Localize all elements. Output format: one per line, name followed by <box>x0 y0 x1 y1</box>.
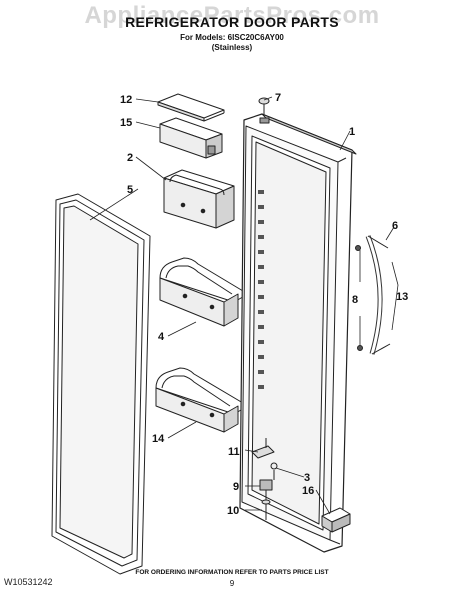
callout-1: 1 <box>349 126 355 138</box>
callout-9: 9 <box>233 481 239 493</box>
part-8-handle <box>355 235 391 355</box>
page-title: REFRIGERATOR DOOR PARTS <box>125 14 339 30</box>
door-bin-slots <box>258 190 264 389</box>
callout-16: 16 <box>302 485 314 497</box>
callout-10: 10 <box>227 505 239 517</box>
part-1-door <box>239 113 357 553</box>
watermark: AppliancePartsPros.com <box>84 2 380 29</box>
leader-lines <box>89 96 399 515</box>
part-16-bracket <box>321 507 351 533</box>
callout-5: 5 <box>127 184 133 196</box>
ordering-note: FOR ORDERING INFORMATION REFER TO PARTS … <box>135 569 329 576</box>
part-7-screw <box>258 97 270 124</box>
callout-numbers: 12 15 2 5 4 14 7 1 6 8 13 11 3 9 16 10 <box>120 92 408 517</box>
callout-2: 2 <box>127 152 133 164</box>
part-9-bushing <box>259 479 273 500</box>
callout-6: 6 <box>392 220 398 232</box>
callout-12: 12 <box>120 94 132 106</box>
part-3-pin <box>270 462 278 480</box>
callout-14: 14 <box>152 433 165 445</box>
callout-3: 3 <box>304 472 310 484</box>
part-14-bin <box>155 367 249 433</box>
callout-13: 13 <box>396 291 408 303</box>
finish-line: (Stainless) <box>211 43 253 52</box>
document-number: W10531242 <box>4 577 53 587</box>
part-4-bin <box>159 257 249 327</box>
callout-4: 4 <box>158 331 165 343</box>
part-5-gasket <box>51 193 151 575</box>
part-2-bin <box>163 169 235 229</box>
part-12-cover <box>157 93 225 122</box>
callout-7: 7 <box>275 92 281 104</box>
callout-8: 8 <box>352 294 358 306</box>
callout-11: 11 <box>228 446 240 458</box>
models-line: For Models: 6ISC20C6AY00 <box>180 33 284 42</box>
page-number: 9 <box>229 579 235 588</box>
part-11-hinge-cap <box>251 438 275 459</box>
part-15-tray <box>159 117 223 159</box>
part-10-screw <box>261 499 271 520</box>
callout-15: 15 <box>120 117 132 129</box>
